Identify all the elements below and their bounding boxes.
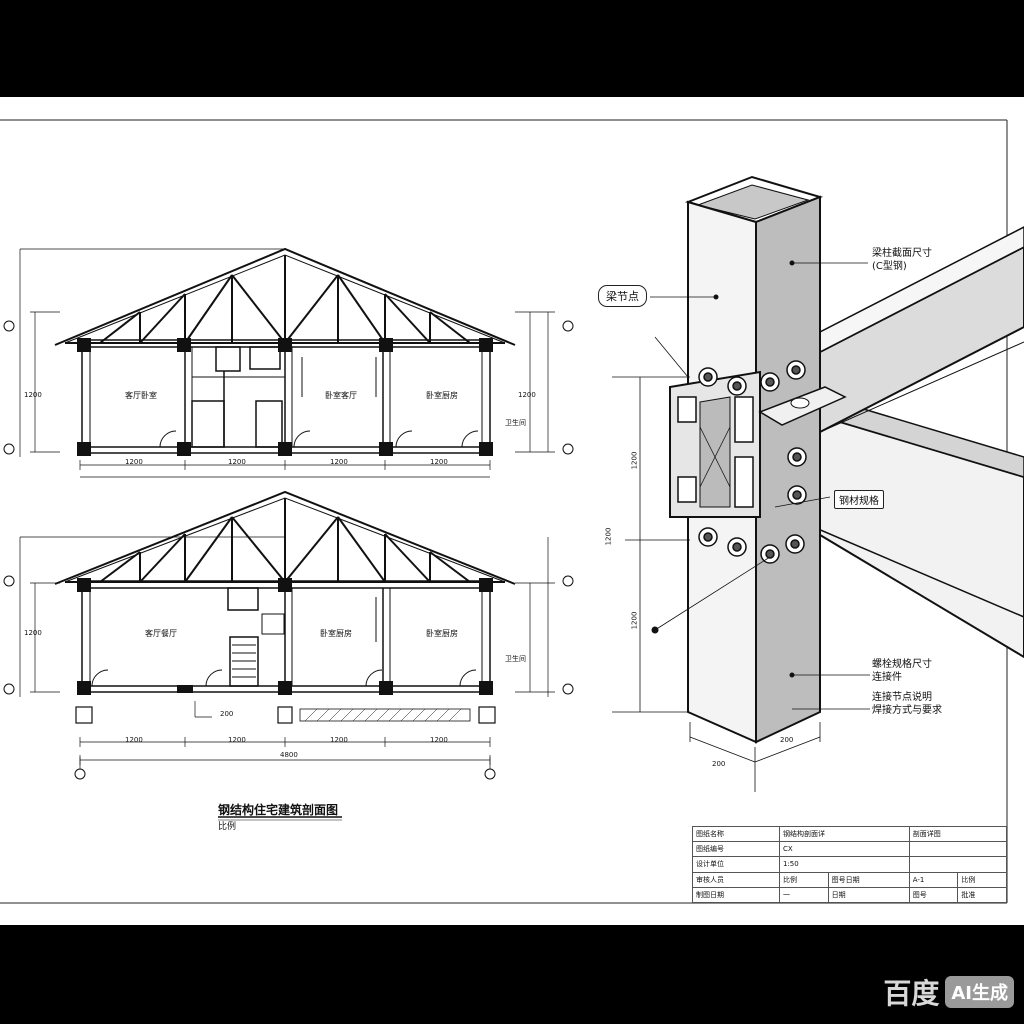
table-cell — [908, 841, 1008, 858]
table-cell: 比例 — [779, 871, 829, 888]
callout-bolt-sub: 连接件 — [872, 672, 902, 683]
table-cell: 钢结构剖面详 — [779, 825, 910, 843]
room-label: 卫生间 — [505, 655, 526, 663]
drawing-canvas — [0, 119, 1024, 904]
dimension-label: 1200 — [330, 458, 348, 466]
room-label: 客厅卧室 — [125, 391, 157, 400]
table-cell: A-1 — [908, 871, 959, 888]
table-cell: 比例 — [957, 871, 1007, 888]
watermark: 百度 AI生成 — [883, 972, 1014, 1012]
detail-dimension: 200 — [780, 736, 794, 744]
table-cell: CX — [779, 841, 910, 858]
drawing-title: 钢结构住宅建筑剖面图 — [218, 803, 339, 817]
drawing-scale: 比例 — [218, 822, 237, 832]
table-cell: 图纸编号 — [692, 841, 780, 858]
table-row: 图纸名称 钢结构剖面详 剖面详图 — [692, 825, 1008, 843]
table-cell: 制图日期 — [692, 886, 780, 904]
detail-dimension: 1200 — [604, 527, 613, 546]
table-cell: 日期 — [827, 886, 910, 904]
callout-weld-note2: 焊接方式与要求 — [872, 705, 942, 716]
table-cell: 图号 — [908, 886, 959, 904]
dimension-label: 1200 — [430, 736, 448, 744]
dimension-label: 1200 — [125, 736, 143, 744]
lower-section — [3, 490, 574, 780]
table-row: 制图日期 一 日期 图号 批准 — [692, 886, 1007, 904]
table-row: 图纸编号 CX — [692, 841, 1008, 858]
detail-dimension: 1200 — [630, 451, 639, 470]
table-row: 设计单位 1:50 — [692, 856, 1008, 873]
callout-joint-node: 梁节点 — [598, 285, 647, 307]
room-label: 卧室客厅 — [325, 391, 357, 400]
room-label: 卧室厨房 — [320, 629, 352, 638]
callout-weld-note: 连接节点说明 — [872, 692, 932, 703]
table-cell: 一 — [779, 886, 829, 904]
dimension-label: 1200 — [430, 458, 448, 466]
table-cell: 批准 — [957, 886, 1007, 904]
table-cell: 图号日期 — [827, 871, 910, 888]
watermark-badge: AI生成 — [945, 976, 1014, 1008]
detail-dimension: 1200 — [630, 611, 639, 630]
room-label: 卫生间 — [505, 419, 526, 427]
table-cell: 剖面详图 — [908, 825, 1008, 843]
dimension-label: 4800 — [280, 751, 298, 759]
upper-roof-truss — [54, 247, 516, 346]
dimension-label: 1200 — [518, 391, 536, 399]
foundation-label: 200 — [220, 710, 234, 718]
callout-bolt-size: 螺栓规格尺寸 — [872, 659, 932, 670]
callout-section-sub: (C型钢) — [872, 261, 907, 272]
table-row: 审核人员 比例 图号日期 A-1 比例 — [692, 871, 1007, 888]
title-block-table: 图纸名称 钢结构剖面详 剖面详图 图纸编号 CX 设计单位 1:50 审核人员 … — [692, 825, 1008, 904]
dimension-label: 1200 — [24, 629, 42, 637]
callout-section-size: 梁柱截面尺寸 — [872, 248, 932, 259]
room-label: 卧室厨房 — [426, 391, 458, 400]
dimension-label: 1200 — [228, 458, 246, 466]
callout-material: 钢材规格 — [834, 490, 884, 509]
table-cell: 图纸名称 — [692, 825, 780, 843]
drawing-sheet: 客厅卧室 卧室客厅 卧室厨房 卫生间 1200 1200 1200 1200 1… — [0, 97, 1024, 925]
dimension-label: 1200 — [24, 391, 42, 399]
dimension-label: 1200 — [330, 736, 348, 744]
table-cell: 1:50 — [779, 856, 910, 873]
upper-section — [3, 247, 574, 478]
room-label: 客厅餐厅 — [145, 629, 177, 638]
detail-dimension: 200 — [712, 760, 726, 768]
watermark-brand: 百度 — [883, 977, 940, 1010]
table-cell: 设计单位 — [692, 856, 780, 873]
lower-roof-truss — [54, 490, 516, 585]
dimension-label: 1200 — [228, 736, 246, 744]
steel-joint-detail — [612, 175, 1024, 792]
table-cell — [908, 856, 1008, 873]
table-cell: 审核人员 — [692, 871, 780, 888]
room-label: 卧室厨房 — [426, 629, 458, 638]
dimension-label: 1200 — [125, 458, 143, 466]
